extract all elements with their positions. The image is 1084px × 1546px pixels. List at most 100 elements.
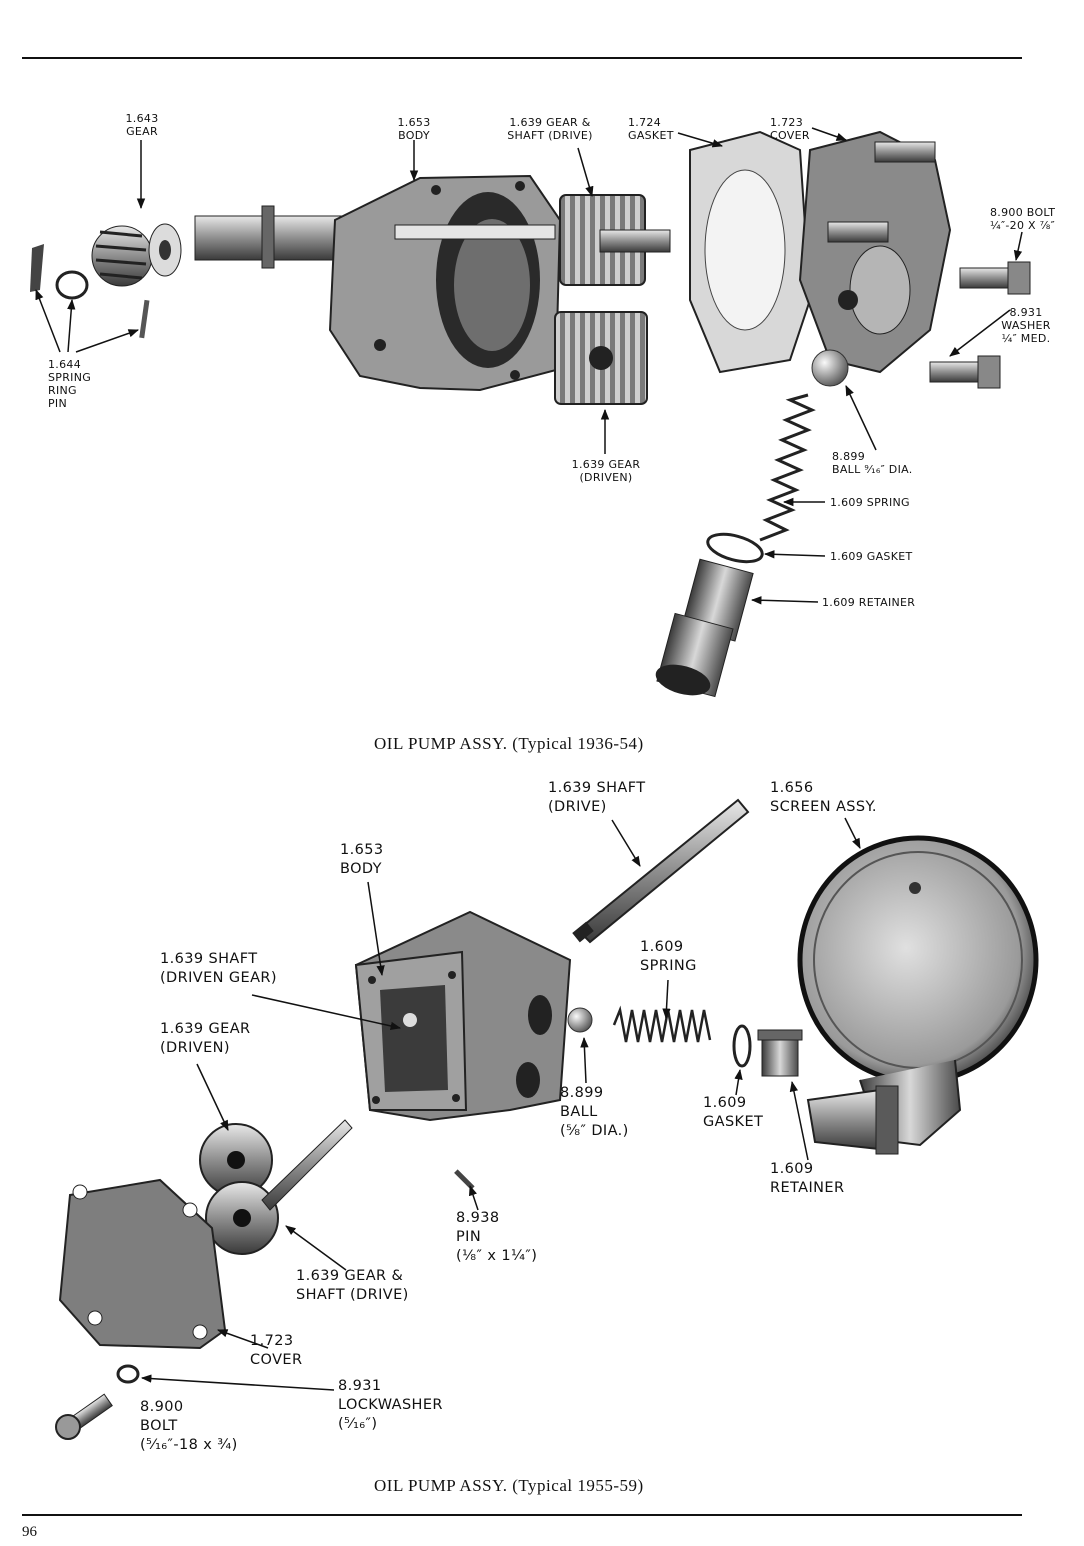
label-part-name: (DRIVE) [548,799,607,815]
label-1644-spring-ring-pin: 1.644 SPRING RING PIN [48,358,91,410]
label-part-name: SPRING [48,371,92,384]
label-part-name: BALL [560,1104,598,1120]
label-1639-gear-driven2: 1.639 GEAR (DRIVEN) [160,1020,251,1058]
label-part-number: 8.931 [338,1378,382,1394]
label-part-number: 1.609 [770,1161,814,1177]
pin-part [139,299,150,339]
label-1609-spring2: 1.609 SPRING [640,938,697,976]
label-1653-body2: 1.653 BODY [340,841,384,879]
label-part-number: 1.723 [770,116,803,129]
label-8899-ball2: 8.899 BALL (⅝″ DIA.) [560,1084,629,1141]
label-part-number: 1.644 [48,358,81,371]
body-part [328,174,562,392]
label-part-name: BODY [340,861,382,877]
label-8938-pin: 8.938 PIN (⅛″ x 1¼″) [456,1209,537,1266]
label-part-name: COVER [770,129,810,142]
label-part-name: SPRING [640,958,697,974]
label-part-number: 1.653 [397,116,431,129]
label-part-number: 1.609 [703,1095,747,1111]
label-part-name: BODY [398,129,430,142]
label-1609-gasket: 1.609 GASKET [830,550,913,563]
label-1639-gear-shaft-drive: 1.639 GEAR & SHAFT (DRIVE) [498,116,602,142]
label-part-number: 1.653 [340,842,384,858]
label-part-name: BOLT [140,1418,178,1434]
label-1724-gasket: 1.724 GASKET [628,116,674,142]
label-part-name: RETAINER [770,1180,845,1196]
label-8900-bolt2: 8.900 BOLT (⁵⁄₁₆″-18 x ¾) [140,1398,238,1455]
gasket2-part [732,1024,752,1068]
label-part-size: ¼″-20 x ⅞″ [990,219,1056,232]
label-part-number: 1.639 GEAR [571,458,641,471]
pin2-part [454,1169,475,1190]
label-part-number: 1.724 [628,116,661,129]
label-part-size: (⁵⁄₁₆″-18 x ¾) [140,1437,238,1453]
retainer2-part [757,1029,803,1077]
label-1639-shaft-driven-gear: 1.639 SHAFT (DRIVEN GEAR) [160,950,277,988]
label-1653-body: 1.653 BODY [384,116,444,142]
ball2-part [567,1007,593,1033]
label-part-size: (⁵⁄₁₆″) [338,1416,378,1432]
bolt2-part [55,1393,113,1440]
label-part-number: 1.639 GEAR & [509,116,591,129]
screen-part [797,835,1039,1155]
label-part-size: (⅛″ x 1¼″) [456,1248,538,1264]
figure1-drawing [30,127,1031,698]
figure2-caption: OIL PUMP ASSY. (Typical 1955-59) [374,1476,644,1495]
label-1639-gear-driven: 1.639 GEAR (DRIVEN) [564,458,648,484]
label-1609-spring: 1.609 SPRING [830,496,910,509]
ball-part [811,349,849,387]
label-1723-cover2: 1.723 COVER [250,1332,302,1370]
gears2-part [199,1119,353,1255]
label-part-number: 8.900 [140,1399,184,1415]
label-part-size: (⅝″ DIA.) [560,1123,629,1139]
label-1723-cover: 1.723 COVER [770,116,810,142]
label-part-number: 8.899 [832,450,865,463]
label-1639-shaft-drive: 1.639 SHAFT (DRIVE) [548,779,646,817]
figure2-drawing [55,798,1039,1440]
cover2-part [58,1178,227,1350]
label-8899-ball: 8.899 BALL ⁹⁄₁₆″ DIA. [832,450,913,476]
drive-shaft-part [572,798,750,944]
spring-part [759,393,816,542]
label-8900-bolt: 8.900 BOLT ¼″-20 x ⅞″ [990,206,1055,232]
spring-clip-part [30,244,44,292]
drive-gear-part [559,194,671,286]
label-part-number: 1.609 [640,939,684,955]
label-part-name: COVER [250,1352,303,1368]
label-part-number: 1.639 GEAR & [296,1268,404,1284]
label-part-name: (DRIVEN) [579,471,633,484]
label-part-name: LOCKWASHER [338,1397,443,1413]
label-part-number: 1.643 [125,112,159,125]
label-1609-retainer: 1.609 RETAINER [822,596,916,609]
label-part-name: SHAFT (DRIVE) [296,1287,409,1303]
spring2-part [612,1005,712,1043]
bolts-part [929,261,1031,389]
retainer-part [655,558,754,698]
label-part-name: GASKET [628,129,674,142]
driven-gear-part [554,311,648,405]
label-1609-gasket2: 1.609 GASKET [703,1094,763,1132]
label-1609-retainer2: 1.609 RETAINER [770,1160,844,1198]
label-part-name: GASKET [703,1114,764,1130]
label-part-size: ¼″ MED. [1001,332,1051,345]
label-part-name: SCREEN ASSY. [770,799,877,815]
label-part-name: PIN [456,1229,482,1245]
label-part-name: GEAR [126,125,158,138]
label-part-name: PIN [48,397,68,410]
label-part-number: 1.723 [250,1333,294,1349]
label-part-name: RING [48,384,77,397]
label-1639-gear-shaft-drive2: 1.639 GEAR & SHAFT (DRIVE) [296,1267,409,1305]
label-part-name: BALL ⁹⁄₁₆″ DIA. [832,463,913,476]
label-part-number: 1.639 SHAFT [548,780,646,796]
label-part-number: 8.900 BOLT [990,206,1056,219]
figure1-caption: OIL PUMP ASSY. (Typical 1936-54) [374,734,644,753]
label-1643-gear: 1.643 GEAR [112,112,172,138]
figure2-leaders [140,817,861,1391]
ring-part [55,270,89,300]
bottom-rule [22,1514,1022,1516]
figure1-leaders [35,127,1023,605]
label-1656-screen-assy: 1.656 SCREEN ASSY. [770,779,877,817]
label-part-number: 1.656 [770,780,814,796]
